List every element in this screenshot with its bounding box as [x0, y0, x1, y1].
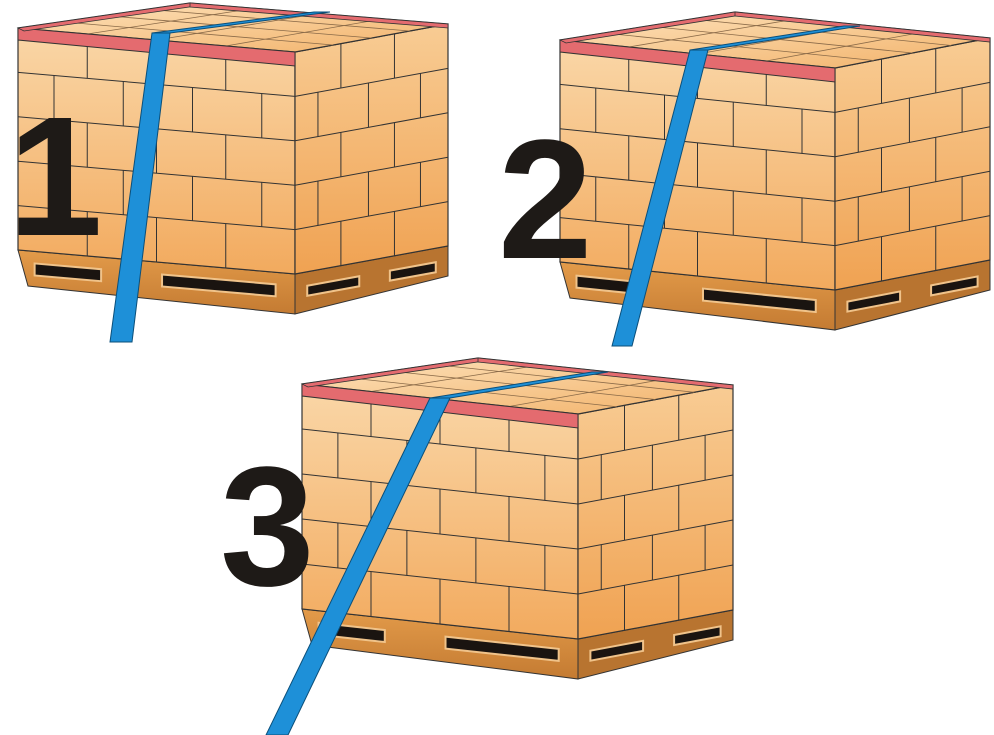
- pallet-group-1: [16, 2, 449, 343]
- pallet-fork-slot: [306, 275, 361, 297]
- box-top-grid-line: [508, 377, 670, 407]
- pallet-fork-slot: [589, 639, 645, 662]
- strap-front-band: [265, 397, 451, 735]
- pallet-fork-slot: [388, 261, 437, 282]
- box-stack-side-face: [577, 384, 734, 640]
- box-stack-side-face: [294, 23, 449, 275]
- box-top-grid-line: [766, 31, 927, 62]
- edge-protector-back: [189, 2, 449, 29]
- box-layer-line: [294, 112, 449, 142]
- pallet-fork-slot: [673, 625, 722, 647]
- box-layer-line: [834, 126, 991, 158]
- box-layer-line: [577, 474, 734, 505]
- box-top-grid-line: [146, 8, 410, 32]
- box-top-grid-line: [156, 13, 320, 41]
- strap-front-band: [611, 49, 709, 347]
- pallet-fork-slot: [846, 290, 902, 313]
- edge-protector-back: [477, 357, 734, 390]
- pallet-fork-slot: [444, 635, 560, 663]
- box-layer-line: [294, 67, 449, 97]
- step-number-3: 3: [220, 432, 315, 622]
- box-layer-line: [294, 156, 449, 186]
- box-top-grid-line: [225, 18, 384, 47]
- box-layer-line: [577, 429, 734, 460]
- pallet-fork-slot: [930, 275, 979, 297]
- box-layer-line: [577, 564, 734, 595]
- edge-protector-back: [734, 11, 991, 43]
- box-layer-line: [294, 201, 449, 231]
- box-layer-line: [834, 81, 991, 113]
- strap-front-band: [109, 32, 171, 343]
- pallet-group-2: [558, 11, 991, 347]
- pallet-fork-slot: [161, 273, 277, 298]
- step-number-1: 1: [8, 82, 103, 272]
- box-layer-line: [577, 519, 734, 550]
- box-stack-side-face: [834, 37, 991, 291]
- pallet-fork-slot: [33, 262, 103, 283]
- box-layer-line: [834, 215, 991, 247]
- step-number-2: 2: [498, 105, 593, 295]
- pallet-fork-slot: [702, 287, 817, 314]
- box-layer-line: [834, 170, 991, 202]
- pallet-group-3: [265, 357, 734, 735]
